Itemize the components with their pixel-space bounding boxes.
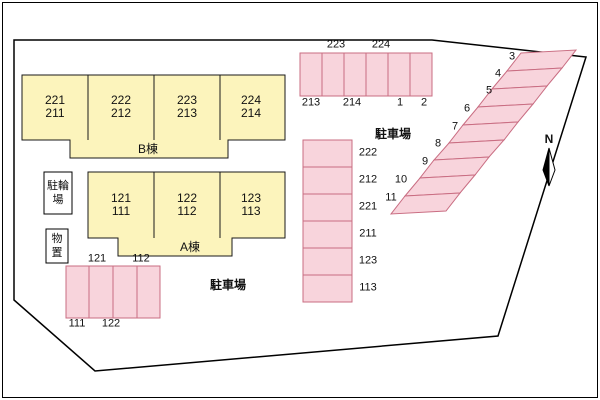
- parking-stall-label: 3: [508, 50, 516, 63]
- property-boundary: [13, 39, 587, 372]
- parking-column-east: [302, 139, 353, 303]
- unit-upper: 222: [110, 93, 132, 107]
- parking-stall-label: 1: [396, 96, 404, 109]
- north-label: N: [544, 132, 554, 146]
- bicycle-shed-box: [43, 171, 73, 215]
- unit-upper: 122: [176, 191, 198, 205]
- unit-label: 121 111: [111, 192, 131, 218]
- parking-stall-label: 213: [301, 96, 321, 109]
- bicycle-shed-label-line: 場: [52, 194, 64, 206]
- unit-lower: 113: [241, 204, 261, 218]
- parking-stall-label: 8: [434, 137, 442, 150]
- parking-stall-label: 2: [420, 96, 428, 109]
- unit-label: 223 213: [177, 94, 197, 120]
- parking-stall-label: 9: [421, 155, 429, 168]
- storage-label-line: 物: [51, 233, 63, 245]
- parking-stall-label: 212: [358, 173, 378, 186]
- parking-stall-label: 111: [68, 317, 86, 330]
- building-a: [87, 171, 286, 257]
- unit-label: 222 212: [111, 94, 131, 120]
- parking-stall-label: 224: [371, 38, 391, 51]
- unit-label: 221 211: [45, 94, 65, 120]
- unit-label: 123 113: [241, 192, 261, 218]
- parking-stall-label: 121: [87, 252, 107, 265]
- parking-stall-label: 5: [485, 84, 493, 97]
- unit-lower: 212: [110, 106, 132, 120]
- unit-lower: 211: [45, 106, 65, 120]
- storage-label: 物 置: [52, 232, 63, 260]
- parking-stall-label: 112: [132, 252, 150, 265]
- unit-lower: 111: [111, 204, 131, 218]
- parking-row-diagonal: [389, 49, 578, 215]
- parking-stall-label: 7: [451, 120, 459, 133]
- parking-row-southwest: [65, 265, 161, 319]
- unit-label: 224 214: [241, 94, 261, 120]
- parking-stall-label: 123: [358, 254, 378, 267]
- unit-label: 122 112: [177, 192, 197, 218]
- parking-stall-label: 10: [394, 173, 408, 186]
- unit-lower: 213: [176, 106, 198, 120]
- parking-row-top: [299, 52, 433, 97]
- parking-stall-label: 122: [101, 317, 121, 330]
- parking-lot-label: 駐車場: [374, 127, 412, 141]
- storage-label-line: 置: [51, 247, 63, 259]
- bicycle-shed-label-line: 駐輪: [47, 180, 69, 192]
- unit-lower: 214: [240, 106, 262, 120]
- north-arrow-icon: [542, 147, 556, 187]
- unit-upper: 224: [240, 93, 262, 107]
- parking-stall-label: 211: [359, 227, 377, 240]
- unit-upper: 121: [110, 191, 132, 205]
- parking-stall-label: 221: [358, 200, 378, 213]
- unit-upper: 221: [44, 93, 66, 107]
- parking-stall-label: 223: [326, 38, 346, 51]
- parking-stall-label: 113: [359, 281, 377, 294]
- parking-stall-label: 214: [342, 96, 362, 109]
- parking-stall-label: 6: [463, 102, 471, 115]
- parking-lot-label: 駐車場: [209, 278, 247, 292]
- storage-box: [45, 228, 69, 264]
- unit-lower: 112: [177, 204, 197, 218]
- parking-stall-label: 222: [358, 146, 378, 159]
- bicycle-shed-label: 駐輪 場: [47, 179, 69, 207]
- unit-upper: 123: [240, 191, 262, 205]
- parking-stall-label: 11: [385, 191, 397, 204]
- building-b: [21, 74, 286, 159]
- building-a-name: A棟: [179, 240, 201, 254]
- unit-upper: 223: [176, 93, 198, 107]
- building-b-name: B棟: [137, 142, 159, 156]
- parking-stall-label: 4: [494, 67, 502, 80]
